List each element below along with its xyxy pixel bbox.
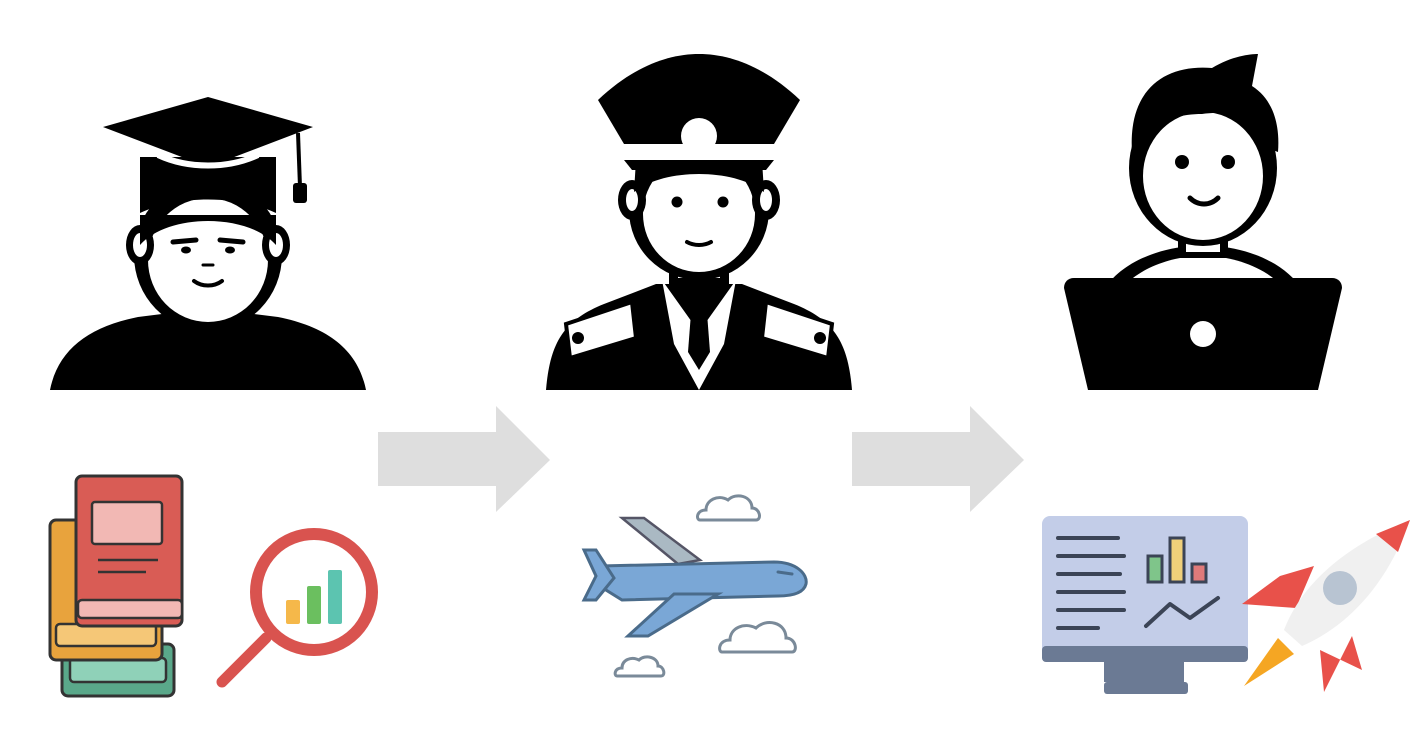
cloud-icon	[613, 655, 666, 678]
stage-graduate	[0, 0, 430, 751]
graduate-student-icon	[50, 97, 366, 390]
stage-developer	[1030, 0, 1426, 751]
books-stack-icon	[48, 474, 184, 698]
airplane-icon	[581, 516, 808, 638]
dashboard-monitor-icon	[1042, 516, 1248, 694]
right-arrow-icon	[852, 406, 1024, 512]
pilot-icon	[546, 54, 852, 390]
rocket-icon	[1242, 520, 1410, 692]
cloud-icon	[696, 494, 761, 522]
cloud-icon	[718, 621, 797, 654]
magnifier-chart-icon	[216, 528, 378, 688]
person-with-laptop-icon	[1064, 54, 1342, 390]
stage-pilot	[520, 0, 880, 751]
right-arrow-icon	[378, 406, 550, 512]
